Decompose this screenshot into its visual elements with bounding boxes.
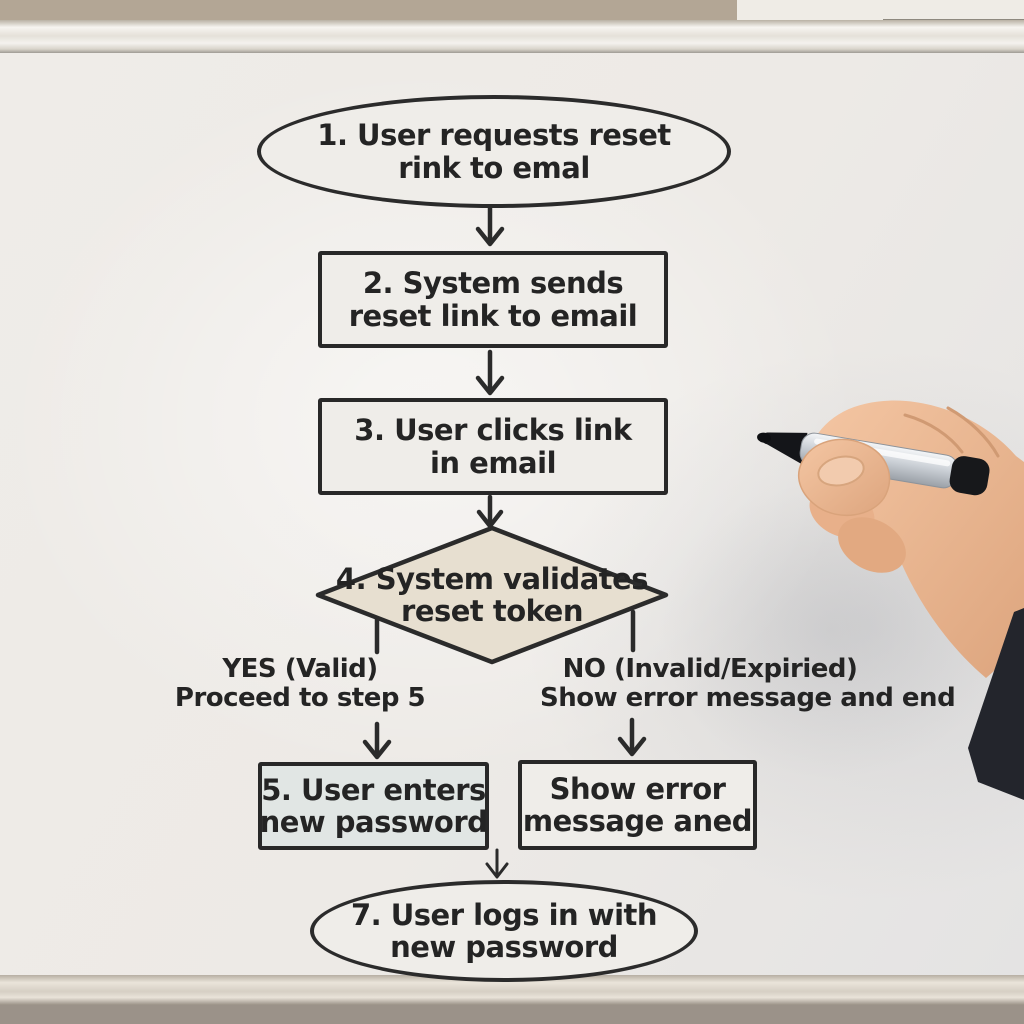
diamond-shape <box>315 525 669 665</box>
step2-line2: reset link to email <box>348 298 638 333</box>
no-branch-label: NO (Invalid/Expiried) Show error message… <box>540 654 956 714</box>
flowchart-node-step4: 4. System validates reset token <box>312 524 672 666</box>
step1-line2: rink to emal <box>398 150 590 185</box>
step4-line1: 4. System validates <box>335 561 649 596</box>
step5-line2: new password <box>259 805 488 839</box>
step6-line1: Show error <box>549 771 726 806</box>
step6-line2: message aned <box>522 804 753 838</box>
no-line2: Show error message and end <box>540 683 956 714</box>
step7-line1: 7. User logs in with <box>350 897 658 932</box>
yes-line2: Proceed to step 5 <box>174 683 426 714</box>
wall-strip <box>0 0 737 20</box>
no-line1: NO (Invalid/Expiried) <box>562 654 858 684</box>
step3-line1: 3. User clicks link <box>354 413 632 448</box>
step4-line2: reset token <box>401 594 583 628</box>
below-tray-strip <box>0 1005 1024 1024</box>
yes-line1: YES (Valid) <box>222 654 378 684</box>
flowchart-node-step6: Show error message aned <box>518 760 757 850</box>
flowchart-node-step5: 5. User enters new password <box>258 762 489 850</box>
whiteboard-top-frame <box>0 20 1024 53</box>
step7-line2: new password <box>390 930 618 964</box>
step1-line1: 1. User requests reset <box>317 118 671 153</box>
flowchart-node-step1: 1. User requests reset rink to emal <box>257 95 731 208</box>
step2-line1: 2. System sends <box>362 266 624 301</box>
flowchart-node-step2: 2. System sends reset link to email <box>318 251 668 348</box>
wall-panel <box>737 0 1024 20</box>
yes-branch-label: YES (Valid) Proceed to step 5 <box>130 654 470 714</box>
flowchart-node-step3: 3. User clicks link in email <box>318 398 668 495</box>
step3-line2: in email <box>429 445 557 480</box>
flowchart-node-step7: 7. User logs in with new password <box>310 880 698 982</box>
hand-shadow <box>660 480 1000 780</box>
step5-line1: 5. User enters <box>261 772 486 807</box>
